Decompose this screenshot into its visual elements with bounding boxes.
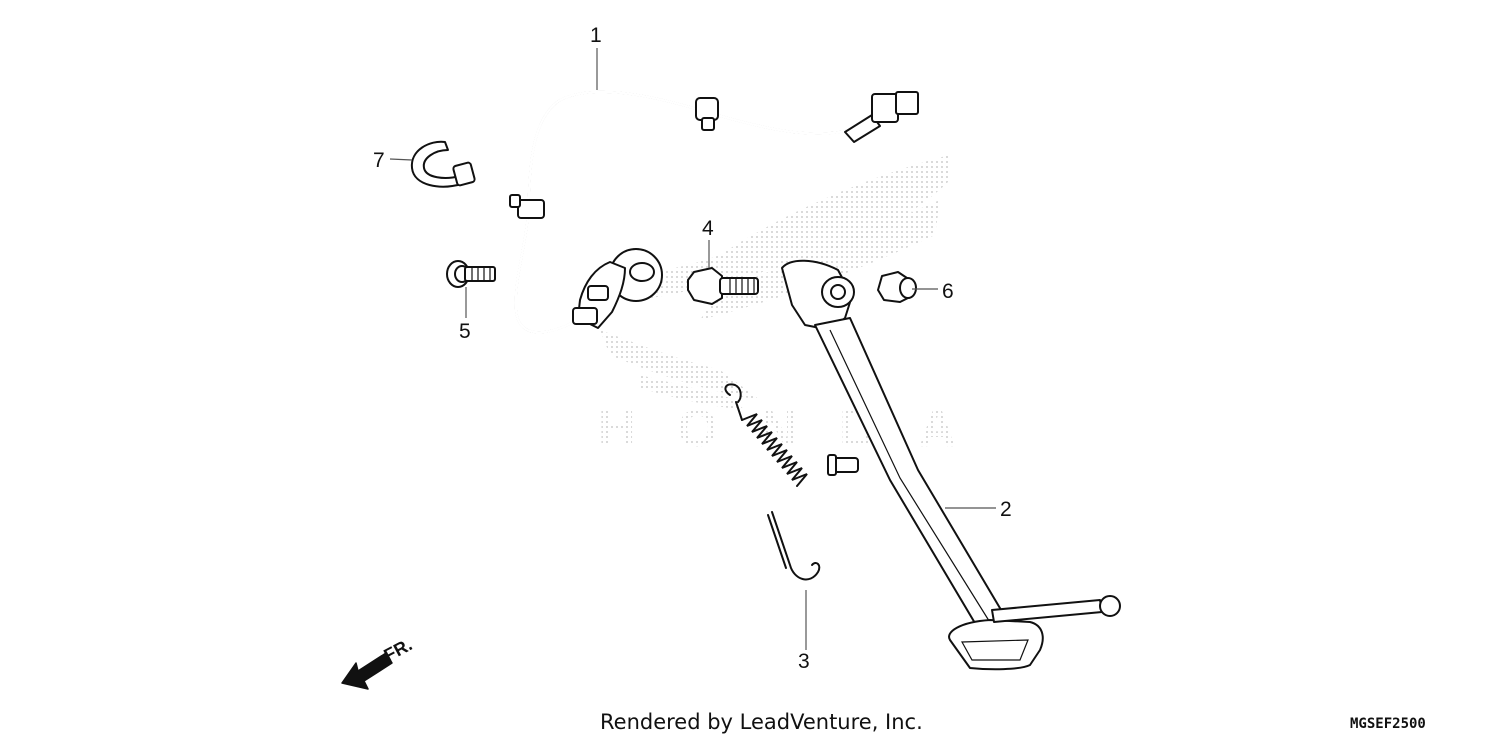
callout-6: 6 — [942, 280, 954, 303]
flange-bolt — [446, 260, 496, 288]
callout-5: 5 — [459, 320, 471, 343]
diagram-code: MGSEF2500 — [1350, 716, 1426, 732]
front-direction-indicator: FR. — [341, 634, 415, 690]
callout-1: 1 — [590, 24, 602, 47]
band-clip — [410, 140, 476, 188]
pivot-bolt — [687, 267, 759, 305]
render-credit: Rendered by LeadVenture, Inc. — [600, 710, 923, 734]
side-stand — [781, 259, 1121, 671]
honda-wing-watermark: HONDA — [598, 155, 956, 458]
side-stand-switch-harness — [509, 90, 919, 334]
callout-4: 4 — [702, 217, 714, 240]
callout-3: 3 — [798, 650, 810, 673]
arrow-down-left-icon — [341, 652, 393, 690]
return-spring — [724, 383, 821, 581]
callout-7: 7 — [373, 149, 385, 172]
pivot-nut — [877, 271, 917, 303]
callout-2: 2 — [1000, 498, 1012, 521]
leader-lines — [389, 48, 996, 650]
callout-labels: 1 2 3 4 5 6 7 — [373, 24, 1012, 673]
